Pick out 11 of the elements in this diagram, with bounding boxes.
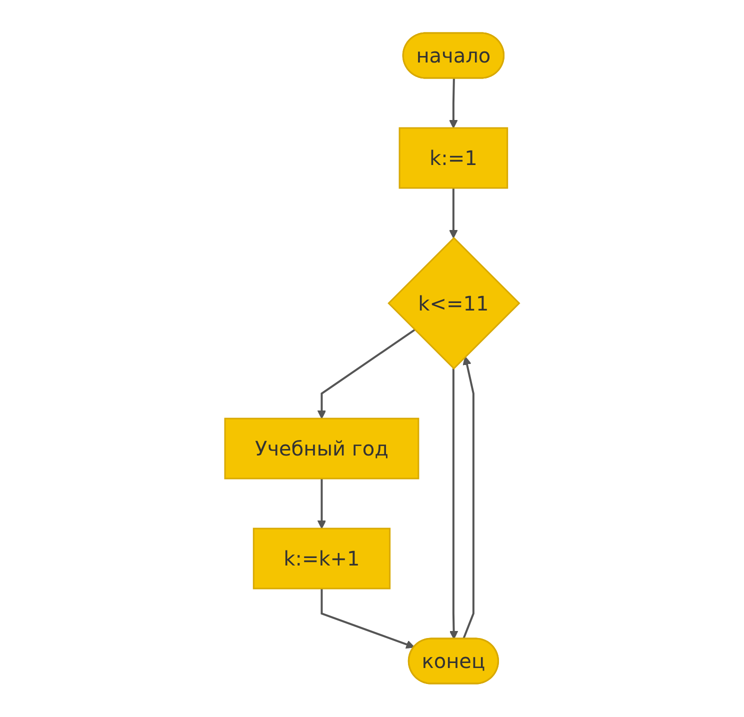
arrow	[317, 329, 416, 420]
node-box: k:=1	[398, 127, 508, 189]
node-diamond: k<=11	[387, 237, 520, 370]
arrow	[449, 368, 458, 640]
arrow	[462, 356, 474, 640]
arrow	[320, 588, 415, 649]
node-box: Учебный год	[224, 418, 420, 480]
node-box: k:=k+1	[252, 528, 390, 590]
arrow	[448, 188, 458, 239]
arrow	[448, 78, 458, 129]
arrow	[317, 478, 326, 530]
